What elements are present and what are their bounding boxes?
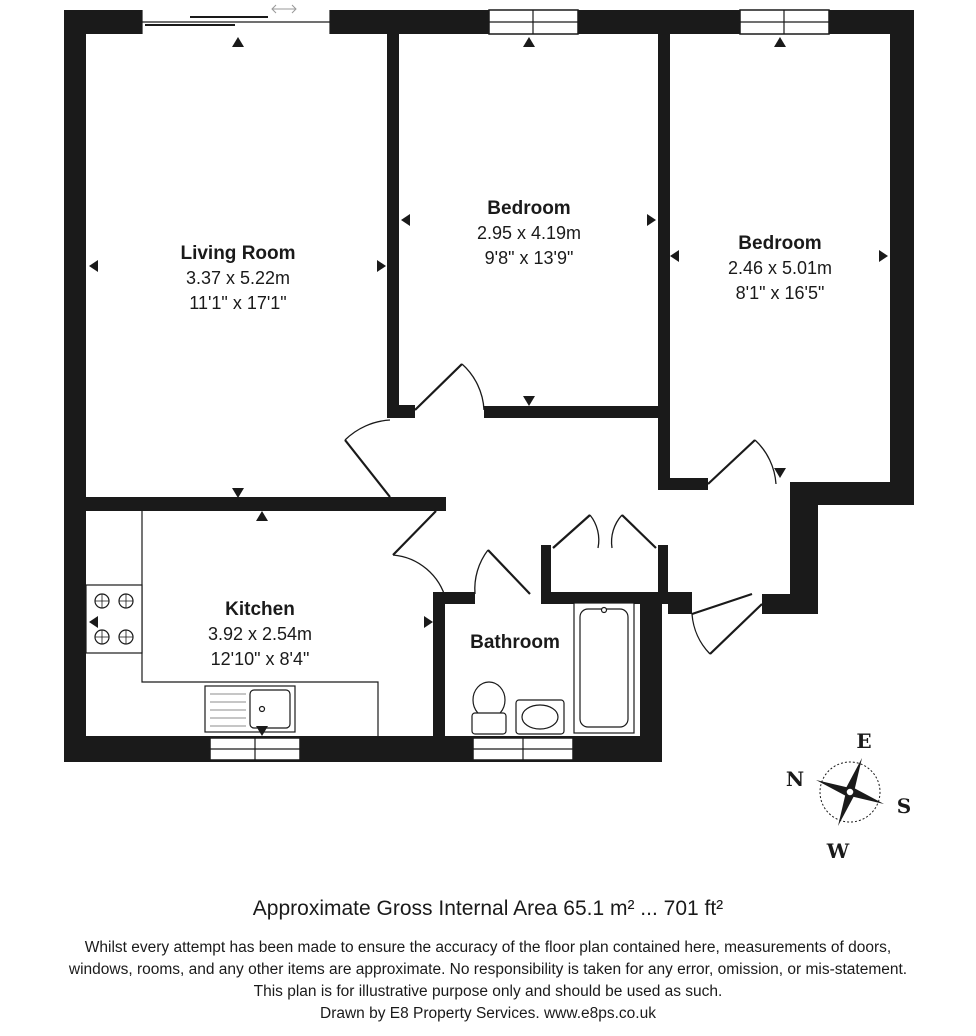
- top-windows: [488, 9, 830, 35]
- dimension-arrows: [89, 37, 888, 736]
- room-name: Kitchen: [225, 599, 295, 620]
- room-size-metric: 2.95 x 4.19m: [477, 223, 581, 243]
- compass-n-label: N: [786, 767, 804, 791]
- room-size-imperial: 12'10" x 8'4": [211, 649, 310, 669]
- gross-internal-area: Approximate Gross Internal Area 65.1 m² …: [252, 897, 724, 920]
- disclaimer: Whilst every attempt has been made to en…: [0, 937, 976, 1025]
- bedroom-2-label: Bedroom 2.46 x 5.01m 8'1" x 16'5": [728, 233, 832, 303]
- room-size-metric: 2.46 x 5.01m: [728, 258, 832, 278]
- compass-w-label: W: [826, 839, 850, 863]
- kitchen-fittings: [85, 511, 379, 736]
- compass-s-label: S: [897, 794, 911, 818]
- room-name: Bedroom: [738, 233, 821, 254]
- floor-plan: Living Room 3.37 x 5.22m 11'1" x 17'1" B…: [64, 4, 914, 863]
- bathroom-label: Bathroom: [470, 632, 560, 653]
- compass-e-label: E: [856, 729, 871, 753]
- room-name: Bedroom: [487, 198, 570, 219]
- compass-icon: E N S W: [786, 729, 911, 863]
- doors: [344, 363, 777, 655]
- living-room-label: Living Room 3.37 x 5.22m 11'1" x 17'1": [180, 243, 295, 313]
- room-size-imperial: 8'1" x 16'5": [736, 283, 825, 303]
- room-size-metric: 3.92 x 2.54m: [208, 624, 312, 644]
- disclaimer-line: Whilst every attempt has been made to en…: [84, 939, 892, 956]
- room-size-metric: 3.37 x 5.22m: [186, 268, 290, 288]
- sliding-door: [141, 4, 331, 34]
- room-size-imperial: 9'8" x 13'9": [485, 248, 574, 268]
- bedroom-1-label: Bedroom 2.95 x 4.19m 9'8" x 13'9": [477, 198, 581, 268]
- credit-line: Drawn by E8 Property Services. www.e8ps.…: [320, 1005, 656, 1022]
- kitchen-label: Kitchen 3.92 x 2.54m 12'10" x 8'4": [208, 599, 312, 669]
- room-name: Bathroom: [470, 632, 560, 653]
- disclaimer-line: windows, rooms, and any other items are …: [68, 961, 908, 978]
- room-size-imperial: 11'1" x 17'1": [189, 293, 286, 313]
- room-name: Living Room: [180, 243, 295, 264]
- disclaimer-line: This plan is for illustrative purpose on…: [253, 983, 723, 1000]
- bottom-windows: [209, 737, 574, 761]
- bathroom-fittings: [471, 602, 635, 735]
